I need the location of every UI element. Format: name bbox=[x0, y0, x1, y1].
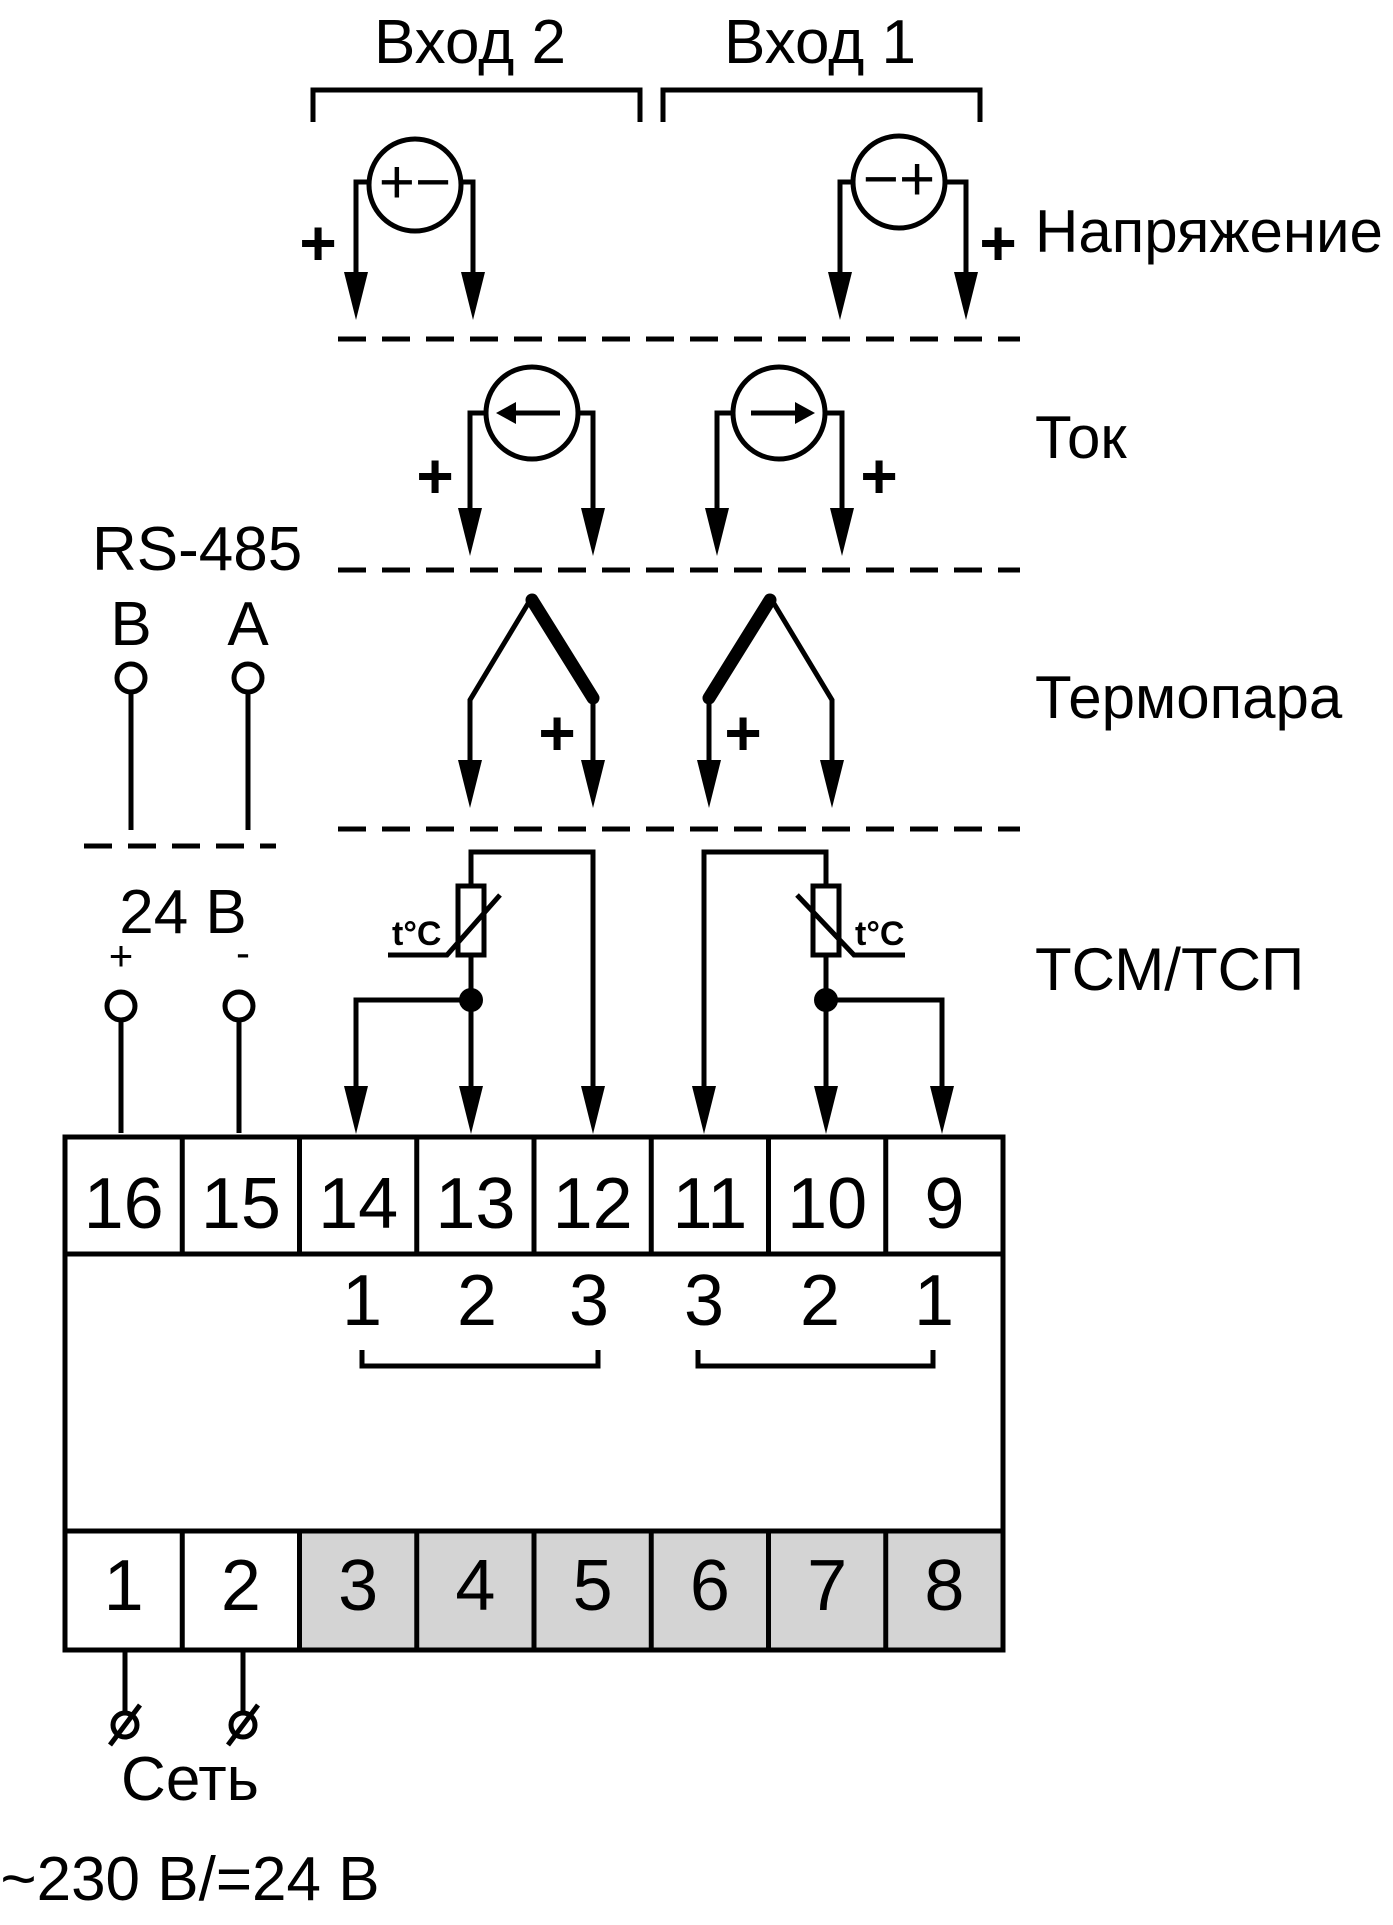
shaded-terminals bbox=[302, 1533, 1001, 1648]
rs485-b-terminal bbox=[114, 661, 148, 695]
terminal-number-top: 10 bbox=[787, 1164, 867, 1244]
terminal-number-bottom: 8 bbox=[924, 1546, 964, 1626]
terminal-number-bottom: 4 bbox=[455, 1546, 495, 1626]
terminal-number-top: 11 bbox=[673, 1164, 748, 1244]
terminal-number-top: 9 bbox=[924, 1164, 964, 1244]
terminal-cell-shaded bbox=[536, 1533, 649, 1648]
group-bracket-left bbox=[359, 1350, 601, 1369]
terminal-number-bottom: 5 bbox=[573, 1546, 613, 1626]
terminal-cell-shaded bbox=[888, 1533, 1001, 1648]
thermocouple-positive-legs bbox=[525, 593, 777, 705]
power24-plus-terminal bbox=[104, 989, 138, 1023]
terminal-number-top: 14 bbox=[318, 1164, 398, 1244]
mode-thermocouple-label: Термопара bbox=[1035, 664, 1343, 731]
rtd-input2-tc-label: t°C bbox=[392, 915, 441, 953]
rtd-junction-input2 bbox=[459, 988, 483, 1012]
terminal-number-bottom: 2 bbox=[221, 1546, 261, 1626]
rs485-title: RS-485 bbox=[92, 515, 302, 584]
terminal-number-bottom: 6 bbox=[690, 1546, 730, 1626]
power24-minus-terminal bbox=[222, 989, 256, 1023]
input1-label: Вход 1 bbox=[724, 8, 916, 77]
group-right-index: 2 bbox=[800, 1261, 840, 1341]
thermocouple-input1 bbox=[767, 595, 835, 768]
group-left-index: 3 bbox=[569, 1261, 609, 1341]
power24-plus-label: + bbox=[109, 932, 134, 979]
terminal-cell-shaded bbox=[419, 1533, 532, 1648]
voltage-input1-plus: + bbox=[979, 207, 1016, 279]
power24-title: 24 В bbox=[119, 878, 247, 947]
voltage-source-input2-sign: +− bbox=[379, 148, 451, 217]
arrowheads bbox=[344, 272, 978, 1134]
rtd-resistor-input1 bbox=[810, 883, 842, 958]
terminal-number-top: 12 bbox=[553, 1164, 633, 1244]
thermocouple-input2 bbox=[467, 595, 535, 768]
mode-current-label: Ток bbox=[1035, 404, 1127, 471]
current-input2-plus: + bbox=[416, 440, 453, 512]
group-left-index: 2 bbox=[457, 1261, 497, 1341]
terminal-number-bottom: 1 bbox=[104, 1546, 144, 1626]
group-bracket-right bbox=[695, 1350, 936, 1369]
rs485-a-terminal bbox=[231, 661, 265, 695]
terminal-cell-shaded bbox=[771, 1533, 884, 1648]
terminal-cell-shaded bbox=[653, 1533, 766, 1648]
terminal-number-top: 15 bbox=[201, 1164, 281, 1244]
rtd-input1-tc-label: t°C bbox=[855, 915, 904, 953]
input2-label: Вход 2 bbox=[374, 8, 566, 77]
thermocouple-input1-plus: + bbox=[724, 697, 761, 769]
group-right-index: 1 bbox=[914, 1261, 954, 1341]
terminal-number-bottom: 7 bbox=[807, 1546, 847, 1626]
voltage-source-input1-sign: −+ bbox=[863, 145, 935, 214]
rtd-junction-input1 bbox=[814, 988, 838, 1012]
terminal-cell-shaded bbox=[302, 1533, 415, 1648]
terminal-number-bottom: 3 bbox=[338, 1546, 378, 1626]
input1-bracket bbox=[660, 87, 983, 122]
group-right-index: 3 bbox=[684, 1261, 724, 1341]
input2-bracket bbox=[310, 87, 643, 122]
terminal-number-top: 16 bbox=[84, 1164, 164, 1244]
mode-voltage-label: Напряжение bbox=[1035, 198, 1383, 265]
group-left-index: 1 bbox=[342, 1261, 382, 1341]
thermocouple-input2-plus: + bbox=[538, 697, 575, 769]
terminal-number-top: 13 bbox=[435, 1164, 515, 1244]
rs485-a-label: A bbox=[227, 590, 269, 659]
power24-minus-label: - bbox=[236, 929, 250, 976]
mode-rtd-label: ТСМ/ТСП bbox=[1035, 936, 1304, 1003]
voltage-input2-plus: + bbox=[299, 207, 336, 279]
mains-terminal-1 bbox=[110, 1710, 140, 1740]
mains-label: Сеть bbox=[121, 1745, 259, 1814]
voltage-source-input2 bbox=[366, 136, 464, 234]
current-input1-plus: + bbox=[860, 440, 897, 512]
mains-rating: ~230 В/=24 В bbox=[0, 1845, 379, 1914]
terminal-dividers bbox=[179, 1137, 889, 1650]
mains-terminal-2 bbox=[228, 1710, 258, 1740]
rs485-b-label: B bbox=[110, 590, 151, 659]
